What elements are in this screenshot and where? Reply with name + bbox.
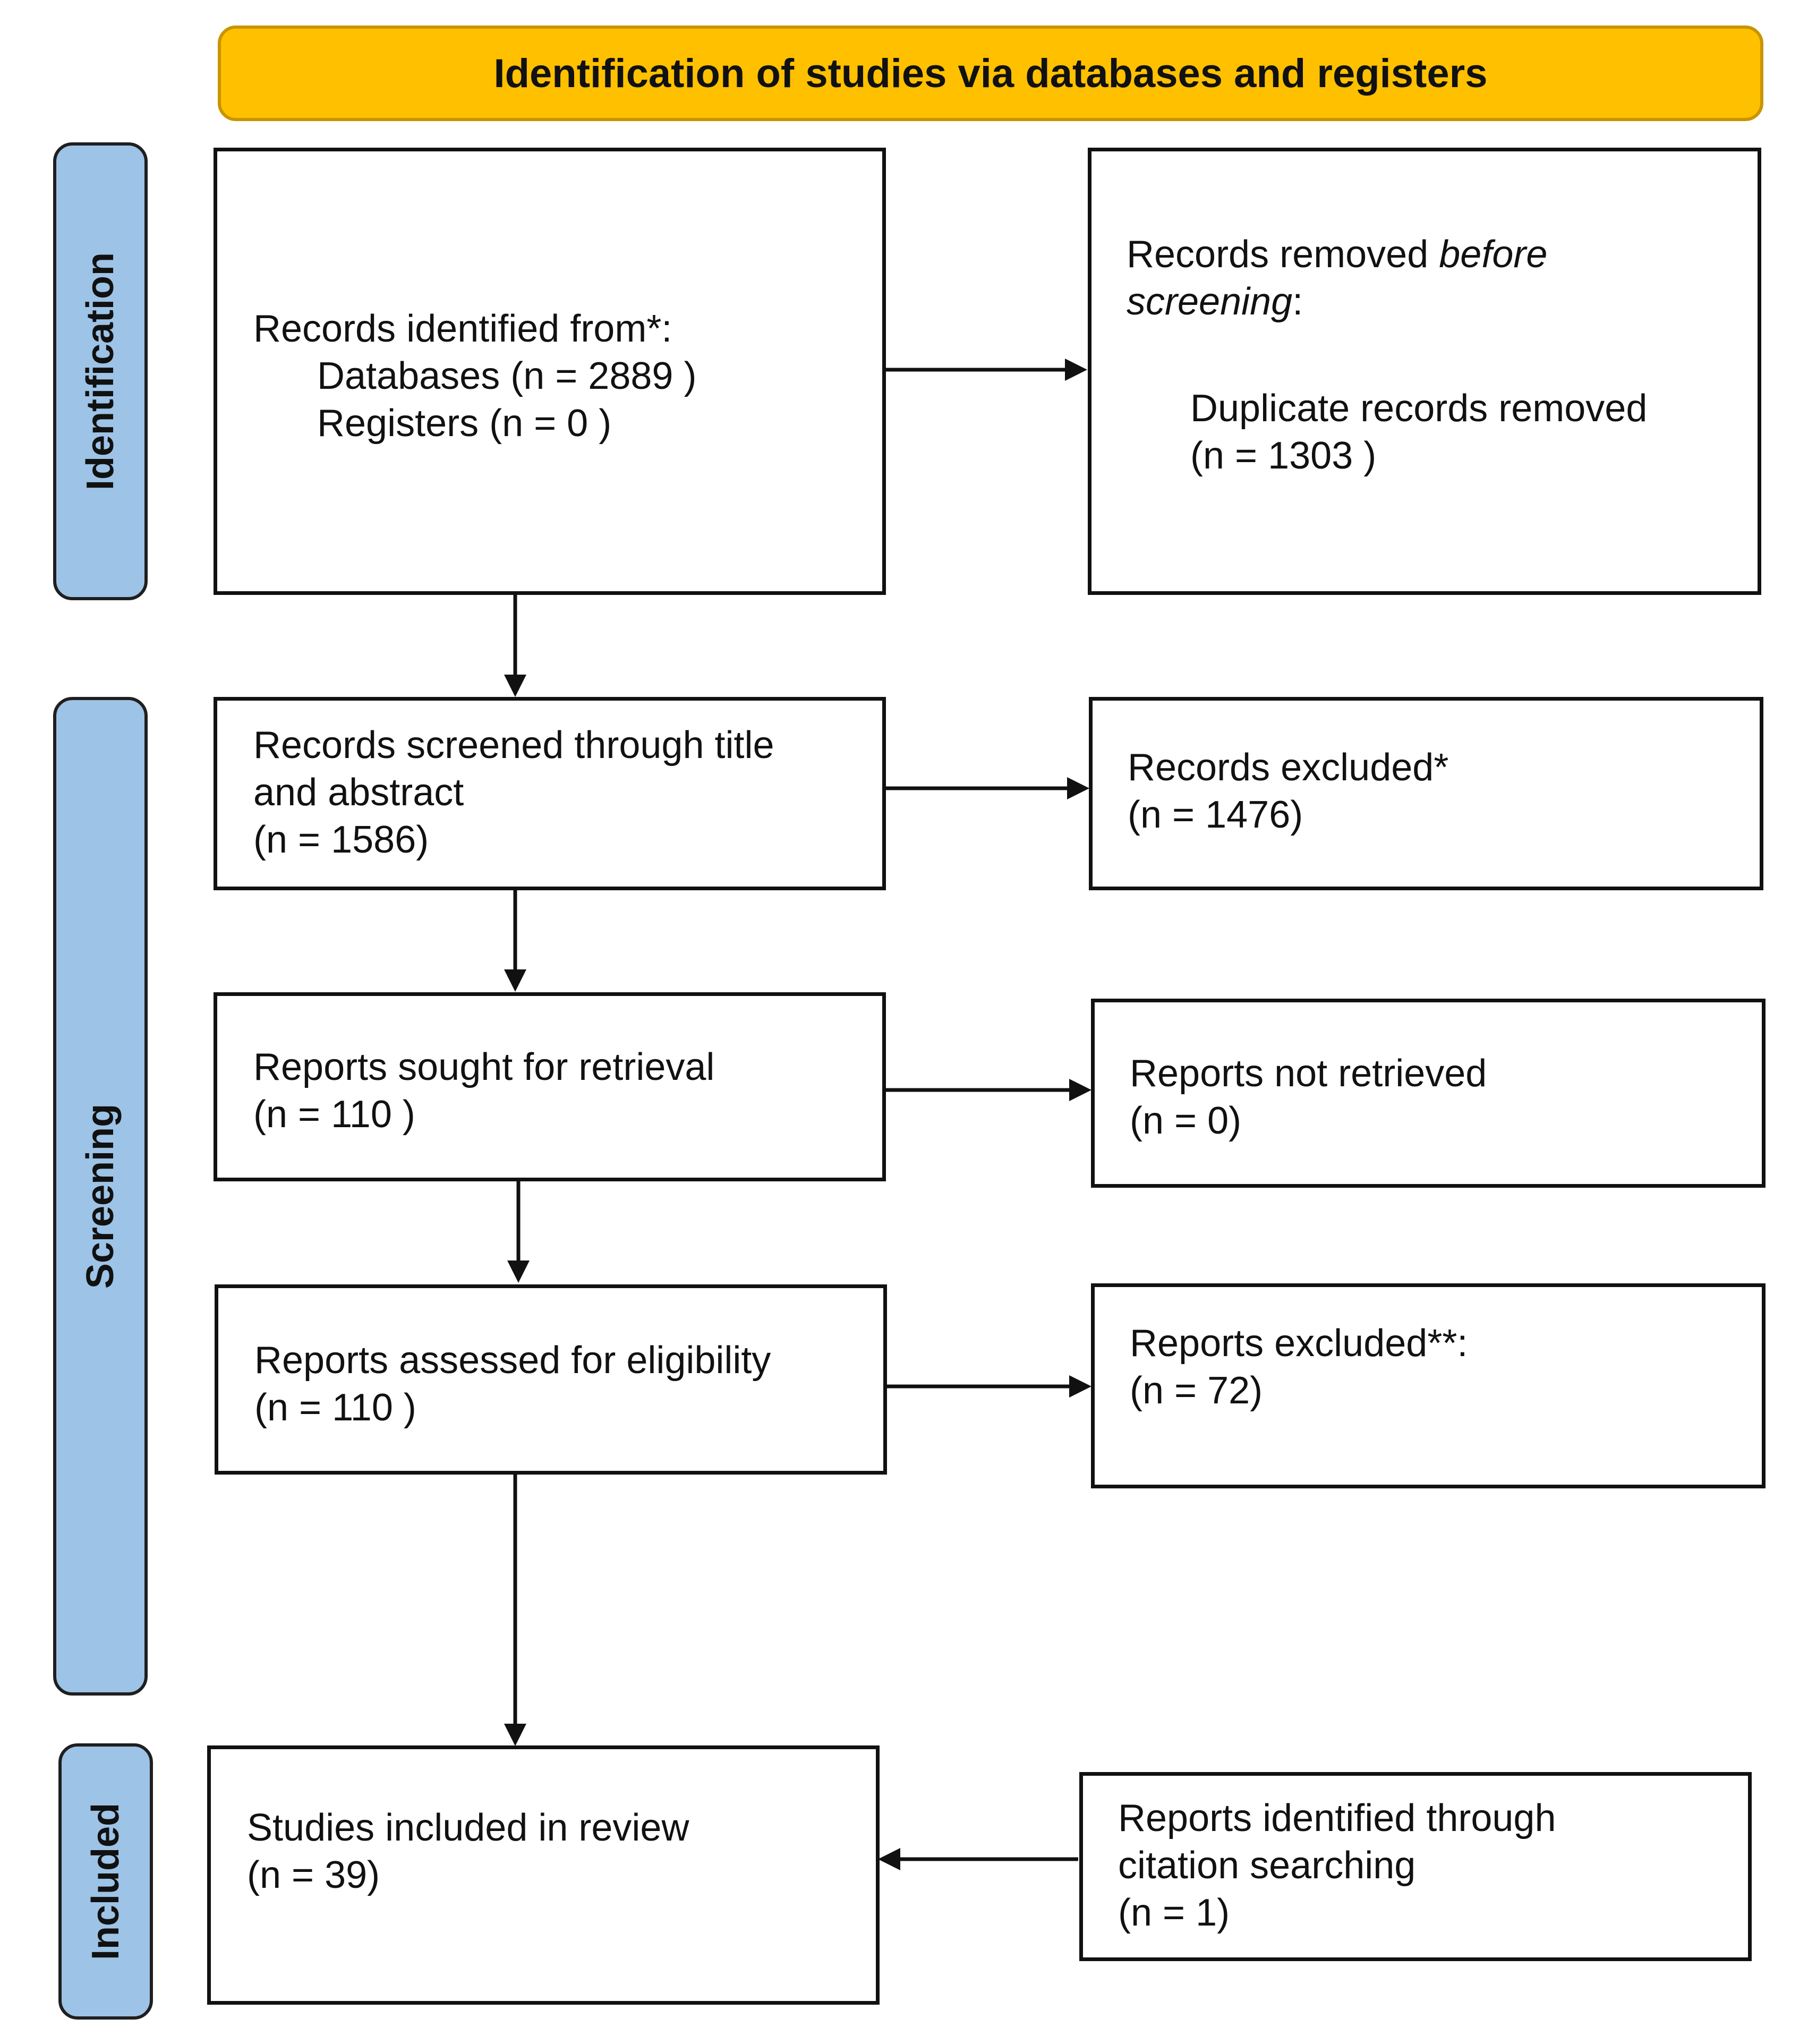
studies-included-count: (n = 39) bbox=[247, 1854, 380, 1896]
duplicate-records-count: (n = 1303 ) bbox=[1190, 435, 1377, 477]
phase-included: Included bbox=[58, 1743, 153, 2020]
studies-included-label: Studies included in review bbox=[247, 1807, 689, 1849]
databases-count: Databases (n = 2889 ) bbox=[317, 355, 697, 397]
records-identified-title: Records identified from*: bbox=[253, 308, 672, 350]
citation-searching-line1: Reports identified through bbox=[1118, 1797, 1556, 1839]
reports-excluded-count: (n = 72) bbox=[1130, 1369, 1263, 1412]
records-screened-line2: and abstract bbox=[253, 771, 464, 814]
records-removed-screening: screening bbox=[1127, 280, 1293, 323]
records-removed-colon: : bbox=[1292, 280, 1303, 323]
records-removed-before: before bbox=[1439, 233, 1548, 276]
box-records-identified: Records identified from*: Databases (n =… bbox=[214, 148, 886, 595]
box-reports-excluded: Reports excluded**: (n = 72) bbox=[1091, 1283, 1766, 1488]
records-screened-line1: Records screened through title bbox=[253, 724, 774, 766]
records-excluded-label: Records excluded* bbox=[1128, 746, 1449, 789]
box-records-removed: Records removed before screening: Duplic… bbox=[1088, 148, 1761, 595]
records-removed-prefix: Records removed bbox=[1127, 233, 1439, 276]
box-reports-sought: Reports sought for retrieval (n = 110 ) bbox=[214, 992, 886, 1181]
reports-assessed-count: (n = 110 ) bbox=[254, 1386, 416, 1429]
records-screened-count: (n = 1586) bbox=[253, 819, 429, 861]
records-removed-title-line1: Records removed before bbox=[1127, 231, 1547, 278]
reports-sought-label: Reports sought for retrieval bbox=[253, 1046, 715, 1088]
box-records-excluded: Records excluded* (n = 1476) bbox=[1089, 697, 1763, 890]
records-removed-title-line2: screening: bbox=[1127, 278, 1547, 326]
box-citation-searching: Reports identified through citation sear… bbox=[1079, 1772, 1752, 1961]
header-title: Identification of studies via databases … bbox=[493, 50, 1488, 96]
header-banner: Identification of studies via databases … bbox=[218, 25, 1763, 121]
box-studies-included: Studies included in review (n = 39) bbox=[207, 1745, 880, 2005]
box-records-screened: Records screened through title and abstr… bbox=[214, 697, 886, 890]
citation-searching-count: (n = 1) bbox=[1118, 1892, 1230, 1934]
registers-count: Registers (n = 0 ) bbox=[317, 402, 612, 445]
records-excluded-count: (n = 1476) bbox=[1128, 794, 1303, 836]
reports-sought-count: (n = 110 ) bbox=[253, 1093, 415, 1136]
duplicate-records-label: Duplicate records removed bbox=[1190, 387, 1648, 430]
reports-not-retrieved-label: Reports not retrieved bbox=[1130, 1052, 1487, 1095]
phase-identification: Identification bbox=[53, 142, 148, 600]
box-reports-assessed: Reports assessed for eligibility (n = 11… bbox=[215, 1284, 887, 1475]
citation-searching-line2: citation searching bbox=[1118, 1844, 1416, 1887]
reports-not-retrieved-count: (n = 0) bbox=[1130, 1100, 1242, 1142]
reports-assessed-label: Reports assessed for eligibility bbox=[254, 1339, 771, 1382]
phase-screening: Screening bbox=[53, 697, 148, 1696]
reports-excluded-label: Reports excluded**: bbox=[1130, 1322, 1468, 1365]
box-reports-not-retrieved: Reports not retrieved (n = 0) bbox=[1091, 999, 1766, 1188]
